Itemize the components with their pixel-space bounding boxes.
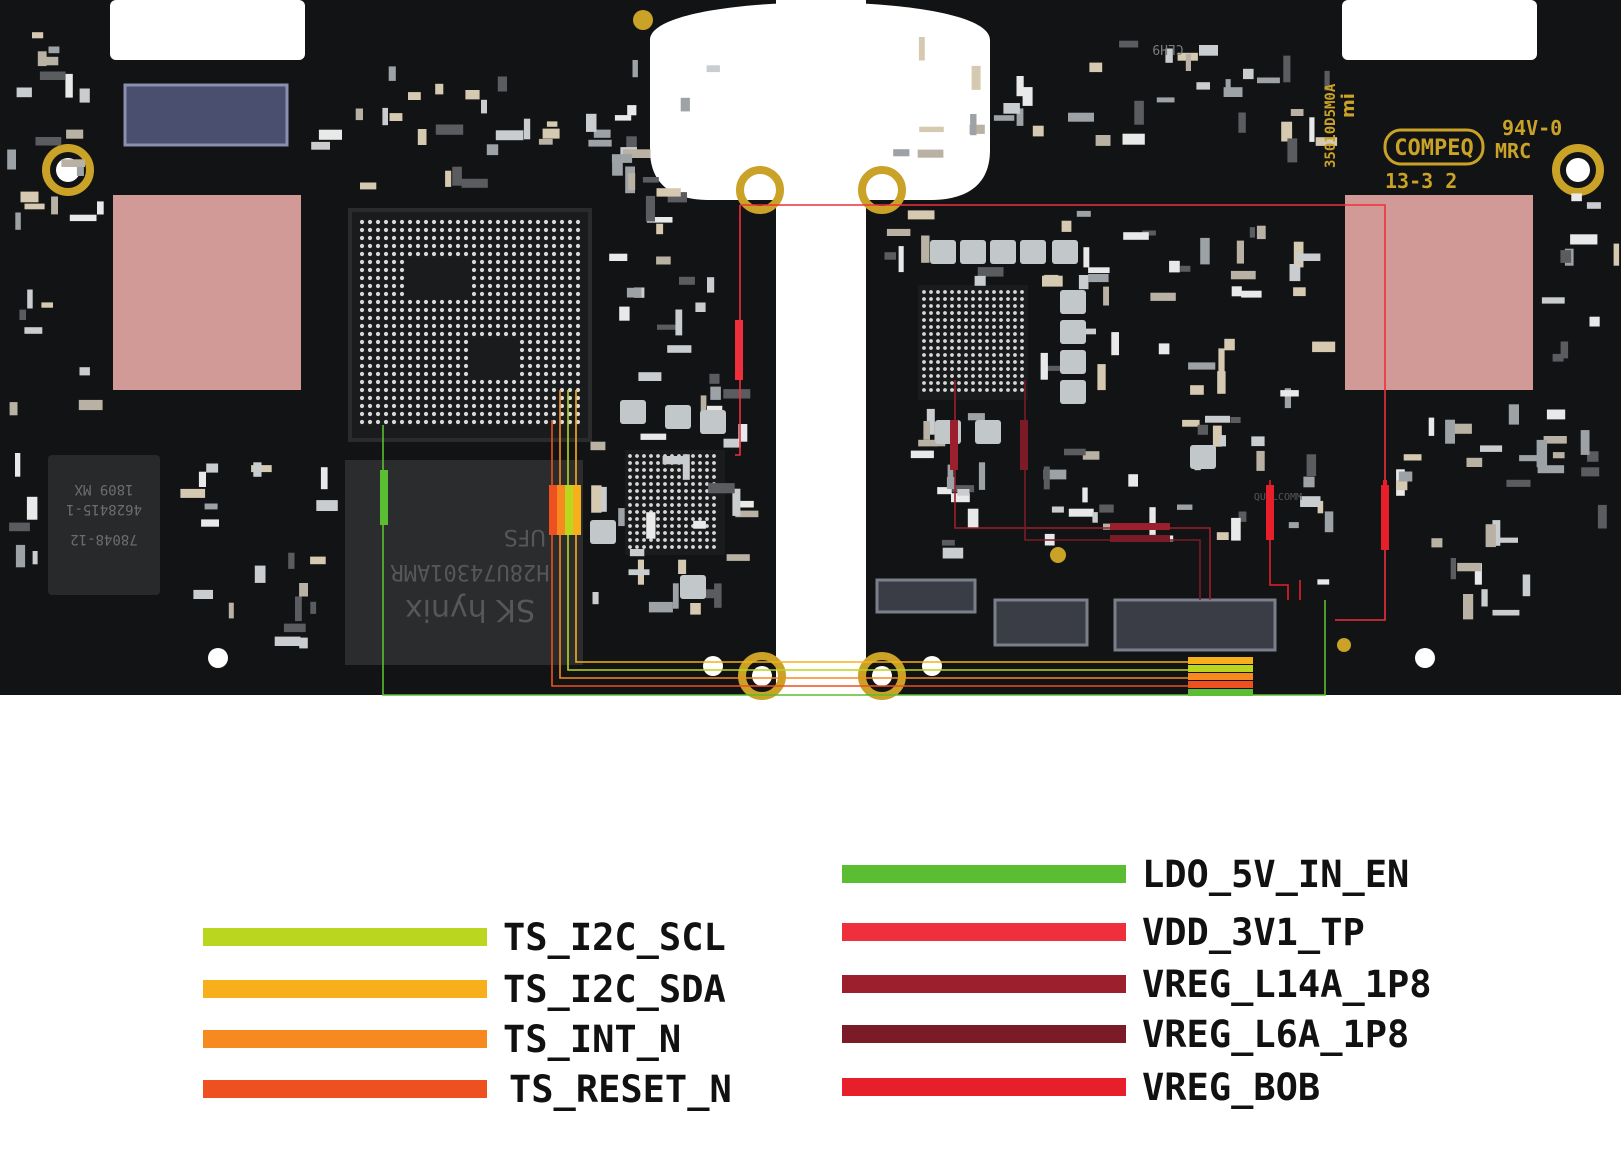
pcb-cutout (650, 0, 990, 200)
pcb-right-half (866, 0, 1621, 695)
net-legend: LDO_5V_IN_EN TS_I2C_SCL VDD_3V1_TP TS_I2C_S… (0, 740, 1621, 1163)
board-text-date: 13-3 2 (1385, 169, 1457, 193)
legend-swatch (842, 1025, 1126, 1043)
legend-swatch (203, 980, 487, 998)
board-text-qualcomm: QUALCOMM (1254, 492, 1302, 503)
fpc-connector-mid (875, 578, 977, 614)
fpc-connector-top-left (123, 83, 289, 147)
fpc-connector-bottom-right (1113, 598, 1277, 652)
legend-label: VDD_3V1_TP (1142, 911, 1365, 954)
board-text-chip-small-2: 4628415-1 (66, 501, 142, 517)
pcb-top-window-left (110, 0, 305, 60)
board-text-part: 35010D5M0A (1323, 83, 1339, 168)
board-text-ufs: UFS (504, 524, 546, 549)
shield-window-left (113, 195, 301, 390)
board-text-rating: 94V-0 (1502, 116, 1562, 140)
smd-components (7, 32, 1620, 649)
board-text-mrc: MRC (1495, 139, 1531, 163)
pcb-bottom-fade (0, 695, 1621, 740)
legend-swatch (842, 865, 1126, 883)
shield-window-right (1345, 195, 1533, 390)
pmic-bga-balls (922, 290, 1024, 392)
fpc-connector-small (993, 598, 1089, 647)
pcb-board-diagram: SK hynix H28U74301AMR UFS 78048-12 46284… (0, 0, 1621, 740)
board-text-mi: mi (1338, 93, 1359, 118)
soc-bga-balls (359, 219, 581, 425)
legend-swatch (203, 928, 487, 946)
legend-label: VREG_BOB (1142, 1066, 1321, 1109)
small-bga-center (625, 450, 725, 555)
legend-label: VREG_L14A_1P8 (1142, 963, 1432, 1006)
legend-label: TS_RESET_N (509, 1068, 732, 1111)
legend-swatch (842, 923, 1126, 941)
legend-swatch (842, 1078, 1126, 1096)
legend-swatch (842, 975, 1126, 993)
legend-label: LDO_5V_IN_EN (1142, 853, 1410, 896)
legend-label: VREG_L6A_1P8 (1142, 1013, 1410, 1056)
board-text-skhynix: SK hynix (405, 592, 535, 627)
legend-swatch (203, 1080, 487, 1098)
legend-label: TS_I2C_SDA (503, 968, 726, 1011)
legend-label: TS_INT_N (503, 1018, 682, 1061)
board-text-chip-small-3: 1809 MX (74, 481, 134, 497)
pmic-chip-left (48, 455, 160, 595)
small-bga-balls (628, 454, 716, 549)
board-text-chip-ic: CLH9 (1152, 41, 1183, 56)
pcb-top-window-right (1342, 0, 1537, 60)
net-traces (380, 204, 1389, 696)
legend-label: TS_I2C_SCL (503, 916, 726, 959)
compeq-outline (1383, 128, 1485, 166)
soc-bga (348, 208, 592, 442)
board-text-chip-code: H28U74301AMR (390, 559, 550, 584)
board-text-compeq: COMPEQ (1394, 136, 1473, 161)
board-text-chip-small-1: 78048-12 (70, 531, 137, 547)
legend-swatch (203, 1030, 487, 1048)
